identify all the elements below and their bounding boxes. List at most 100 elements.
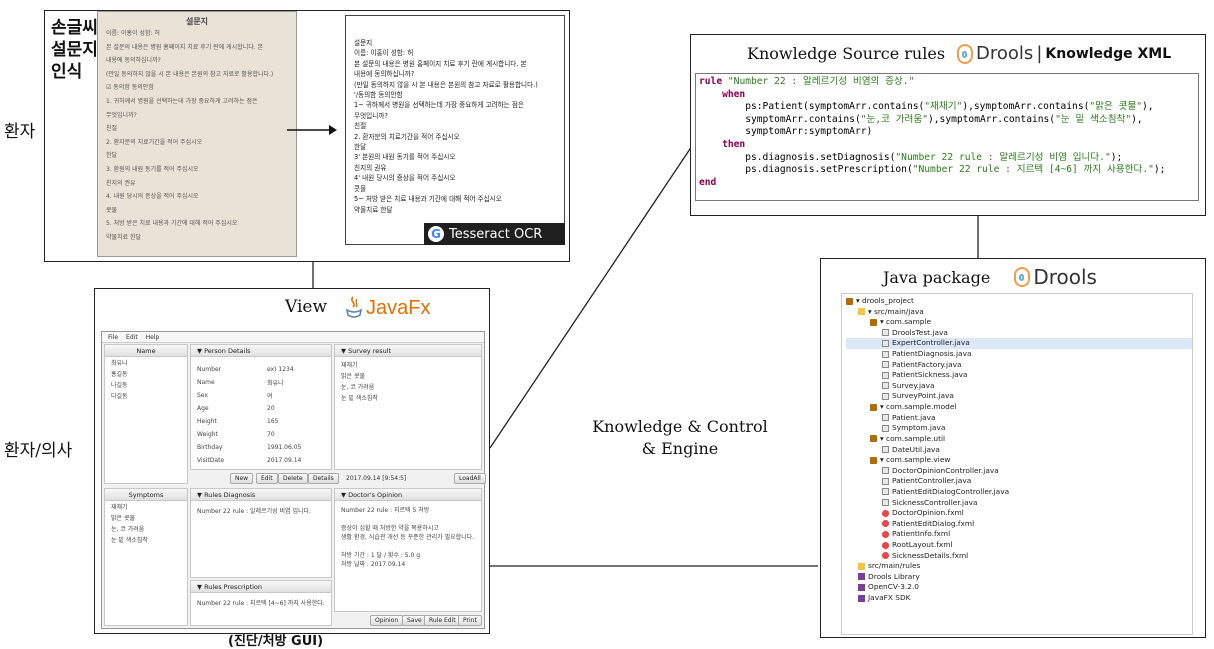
tree-node-icon: [882, 361, 889, 369]
opinion-button[interactable]: Opinion: [370, 615, 404, 626]
tree-node-icon: [870, 435, 877, 443]
tree-item[interactable]: ▾ com.sample.model: [846, 402, 1192, 413]
tree-item[interactable]: src/main/rules: [846, 561, 1192, 572]
javafx-text: JavaFx: [366, 296, 431, 319]
tree-item[interactable]: PatientDiagnosis.java: [846, 349, 1192, 360]
tree-item[interactable]: ▾ com.sample.view: [846, 455, 1192, 466]
ocr-line: 본 설문의 내용은 병원 홈페이지 치료 후기 란에 게시합니다. 본: [354, 59, 527, 68]
doctor-opinion-line: Number 22 rule : 지르텍 5 처방: [341, 507, 430, 514]
details-button[interactable]: Details: [308, 473, 339, 484]
tree-node-icon: [882, 552, 889, 560]
menu-file[interactable]: File: [108, 333, 119, 341]
tree-item[interactable]: PatientController.java: [846, 476, 1192, 487]
doctor-opinion-line: [335, 541, 481, 550]
name-list-item[interactable]: 나길동: [111, 382, 128, 389]
doctor-opinion-line: 증상이 심할 때 처방한 약을 복용하시고: [341, 525, 439, 532]
survey-item: 눈, 코 가려움: [341, 384, 375, 391]
load-all-button[interactable]: LoadAll: [454, 473, 486, 484]
tree-item[interactable]: Survey.java: [846, 381, 1192, 392]
tree-item[interactable]: ▾ com.sample.util: [846, 434, 1192, 445]
paper-line: 5. 처방 받은 치료 내용과 기간에 대해 적어 주십시오: [106, 220, 238, 228]
tree-item[interactable]: ▾ src/main/java: [846, 307, 1192, 318]
tree-item[interactable]: PatientSickness.java: [846, 370, 1192, 381]
ocr-line: 2. 환자분의 치료기간을 적어 주십시오: [354, 132, 460, 141]
code-line: symptomArr:symptomArr): [745, 126, 873, 138]
rule-edit-button[interactable]: Rule Edit: [424, 615, 461, 626]
ocr-line: 4' 내원 당시의 증상을 적어 주십시오: [354, 174, 456, 183]
tree-item[interactable]: PatientFactory.java: [846, 360, 1192, 371]
tree-node-icon: [870, 318, 877, 326]
tree-item-label: PatientDiagnosis.java: [892, 349, 972, 359]
tree-item[interactable]: ▾ com.sample: [846, 317, 1192, 328]
tree-node-icon: [882, 467, 889, 475]
print-button[interactable]: Print: [458, 615, 482, 626]
tree-node-icon: [846, 297, 853, 305]
tree-item[interactable]: OpenCV-3.2.0: [846, 582, 1192, 593]
tree-item[interactable]: RootLayout.fxml: [846, 540, 1192, 551]
tree-item[interactable]: Symptom.java: [846, 423, 1192, 434]
doctors-opinion-header: ▼ Doctor's Opinion: [335, 489, 481, 501]
package-header: Java package Drools: [883, 265, 1097, 289]
code-string: "눈 밑 색소침착": [1055, 113, 1132, 125]
tree-item[interactable]: SicknessController.java: [846, 498, 1192, 509]
doctor-opinion-line: [335, 514, 481, 523]
tree-item[interactable]: DroolsTest.java: [846, 328, 1192, 339]
tree-node-icon: [882, 509, 889, 517]
tree-item-label: SicknessController.java: [892, 497, 978, 507]
symptoms-header: Symptoms: [105, 489, 187, 501]
delete-button[interactable]: Delete: [278, 473, 308, 484]
symptom-item[interactable]: 눈, 코 가려움: [111, 526, 145, 533]
view-title: View: [285, 297, 328, 317]
symptom-item[interactable]: 눈 밑 색소침착: [111, 537, 148, 544]
tree-item[interactable]: Drools Library: [846, 572, 1192, 583]
drools-icon: [957, 43, 974, 64]
patient-label: 환자: [4, 122, 36, 142]
code-string: "눈,코 가려움": [860, 113, 928, 125]
symptom-item[interactable]: 재채기: [111, 504, 128, 511]
tree-node-icon: [858, 308, 865, 316]
tree-item[interactable]: DateUtil.java: [846, 445, 1192, 456]
paper-line: 내용에 동의하십니까?: [106, 57, 161, 65]
tree-node-icon: [882, 382, 889, 390]
tree-item-label: SicknessDetails.fxml: [892, 550, 969, 560]
name-list-item[interactable]: 다길동: [111, 393, 128, 400]
tree-node-icon: [882, 541, 889, 549]
keyword-then: then: [722, 138, 746, 150]
edit-button[interactable]: Edit: [256, 473, 278, 484]
tree-item-label: ▾ com.sample: [880, 317, 932, 327]
survey-item: 맑은 콧물: [341, 373, 365, 380]
menu-help[interactable]: Help: [145, 333, 160, 341]
tree-item[interactable]: PatientInfo.fxml: [846, 529, 1192, 540]
doctor-opinion-line: 처방 날짜 : 2017.09.14: [341, 561, 406, 568]
keyword-rule: rule: [699, 76, 723, 87]
tree-item[interactable]: PatientEditDialog.fxml: [846, 519, 1192, 530]
name-list-item[interactable]: 홍길동: [111, 371, 128, 378]
symptom-item[interactable]: 맑은 콧물: [111, 515, 135, 522]
tree-item[interactable]: SicknessDetails.fxml: [846, 551, 1192, 562]
new-button[interactable]: New: [230, 473, 254, 484]
code-line: when: [699, 89, 1195, 102]
tree-item-label: PatientEditDialogController.java: [892, 486, 1010, 496]
rules-diagnosis-header: ▼ Rules Diagnosis: [191, 489, 331, 501]
name-list-item[interactable]: 최유니: [111, 360, 128, 367]
menu-edit[interactable]: Edit: [126, 333, 138, 341]
code-line: ps.diagnosis.setDiagnosis("Number 22 rul…: [745, 151, 1123, 163]
tree-item[interactable]: JavaFX SDK: [846, 593, 1192, 604]
tree-item[interactable]: ▾ drools_project: [846, 296, 1192, 307]
tree-item[interactable]: SurveyPoint.java: [846, 391, 1192, 402]
ocr-line: 친절: [354, 122, 367, 131]
tree-item[interactable]: Patient.java: [846, 413, 1192, 424]
tree-item[interactable]: DoctorOpinionController.java: [846, 466, 1192, 477]
package-tree: ▾ drools_project▾ src/main/java▾ com.sam…: [841, 293, 1193, 635]
person-field-value: ex) 1234: [267, 366, 294, 373]
tree-item-label: Drools Library: [868, 571, 920, 581]
google-g-icon: G: [428, 226, 444, 242]
tree-node-icon: [882, 499, 889, 507]
tree-item[interactable]: PatientEditDialogController.java: [846, 487, 1192, 498]
tree-item[interactable]: DoctorOpinion.fxml: [846, 508, 1192, 519]
rules-prescription-pane: ▼ Rules Prescription Number 22 rule : 지르…: [190, 580, 332, 626]
tree-item[interactable]: ExpertController.java: [846, 338, 1192, 350]
